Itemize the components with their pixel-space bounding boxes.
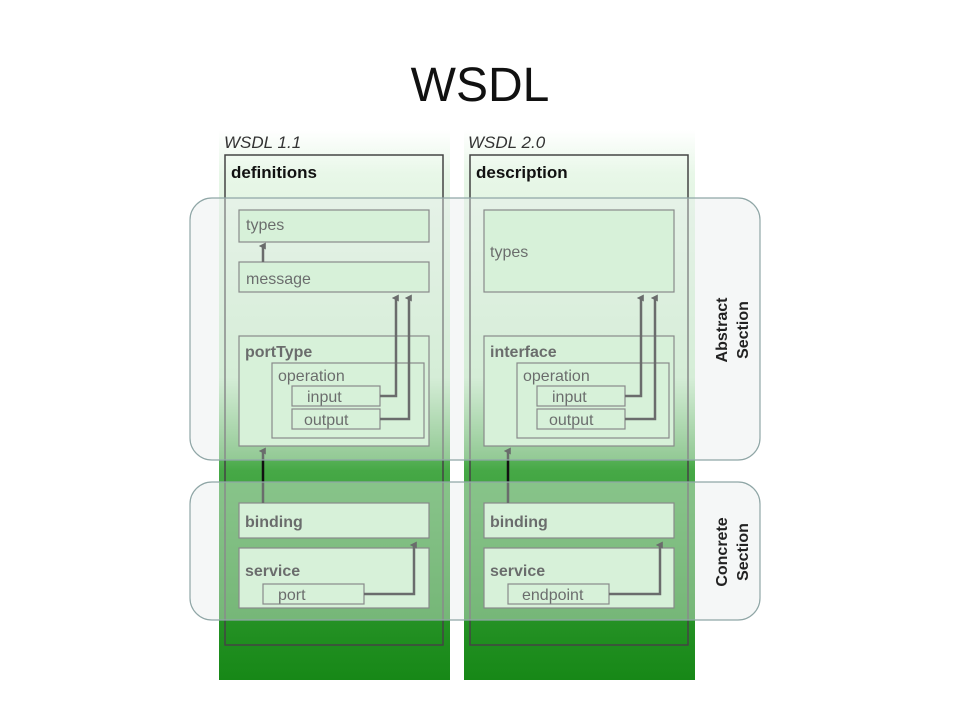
types-label-1-1: types: [246, 217, 284, 234]
input-label-1-1: input: [307, 389, 342, 406]
types-box-1-1: [238, 209, 430, 243]
service-label-2-0: service: [490, 563, 545, 580]
arrow-output-to-message: [380, 294, 412, 421]
arrow-output-to-types: [625, 294, 658, 421]
interface-label: interface: [490, 344, 557, 361]
abstract-section-label-1: Abstract: [714, 297, 731, 363]
concrete-section-label-1: Concrete: [714, 517, 731, 586]
wsdl-1-1-label: WSDL 1.1: [224, 133, 301, 152]
output-label-2-0: output: [549, 412, 594, 429]
arrow-input-to-message: [380, 294, 399, 398]
port-label: port: [278, 587, 306, 604]
operation-label-2-0: operation: [523, 368, 590, 385]
types-box-2-0: [483, 209, 675, 293]
abstract-section: [189, 197, 761, 461]
binding-box-2-0: [483, 502, 675, 539]
message-box: [238, 261, 430, 293]
porttype-label: portType: [245, 344, 312, 361]
arrow-endpoint-to-binding: [609, 541, 663, 596]
input-label-2-0: input: [552, 389, 587, 406]
concrete-section: [189, 481, 761, 621]
output-label-1-1: output: [304, 412, 349, 429]
slide-title: WSDL: [410, 59, 550, 112]
abstract-section-label-2: Section: [735, 301, 752, 359]
types-label-2-0: types: [490, 244, 528, 261]
binding-box-1-1: [238, 502, 430, 539]
binding-label-2-0: binding: [490, 514, 548, 531]
description-box: [469, 154, 689, 646]
description-label: description: [476, 163, 568, 182]
concrete-section-label-2: Section: [735, 523, 752, 581]
definitions-label: definitions: [231, 163, 317, 182]
definitions-box: [224, 154, 444, 646]
binding-label-1-1: binding: [245, 514, 303, 531]
arrow-input-to-types: [625, 294, 644, 398]
endpoint-label: endpoint: [522, 587, 584, 604]
operation-label-1-1: operation: [278, 368, 345, 385]
wsdl-2-0-label: WSDL 2.0: [468, 133, 546, 152]
service-label-1-1: service: [245, 563, 300, 580]
message-label: message: [246, 271, 311, 288]
arrow-port-to-binding: [364, 541, 417, 596]
